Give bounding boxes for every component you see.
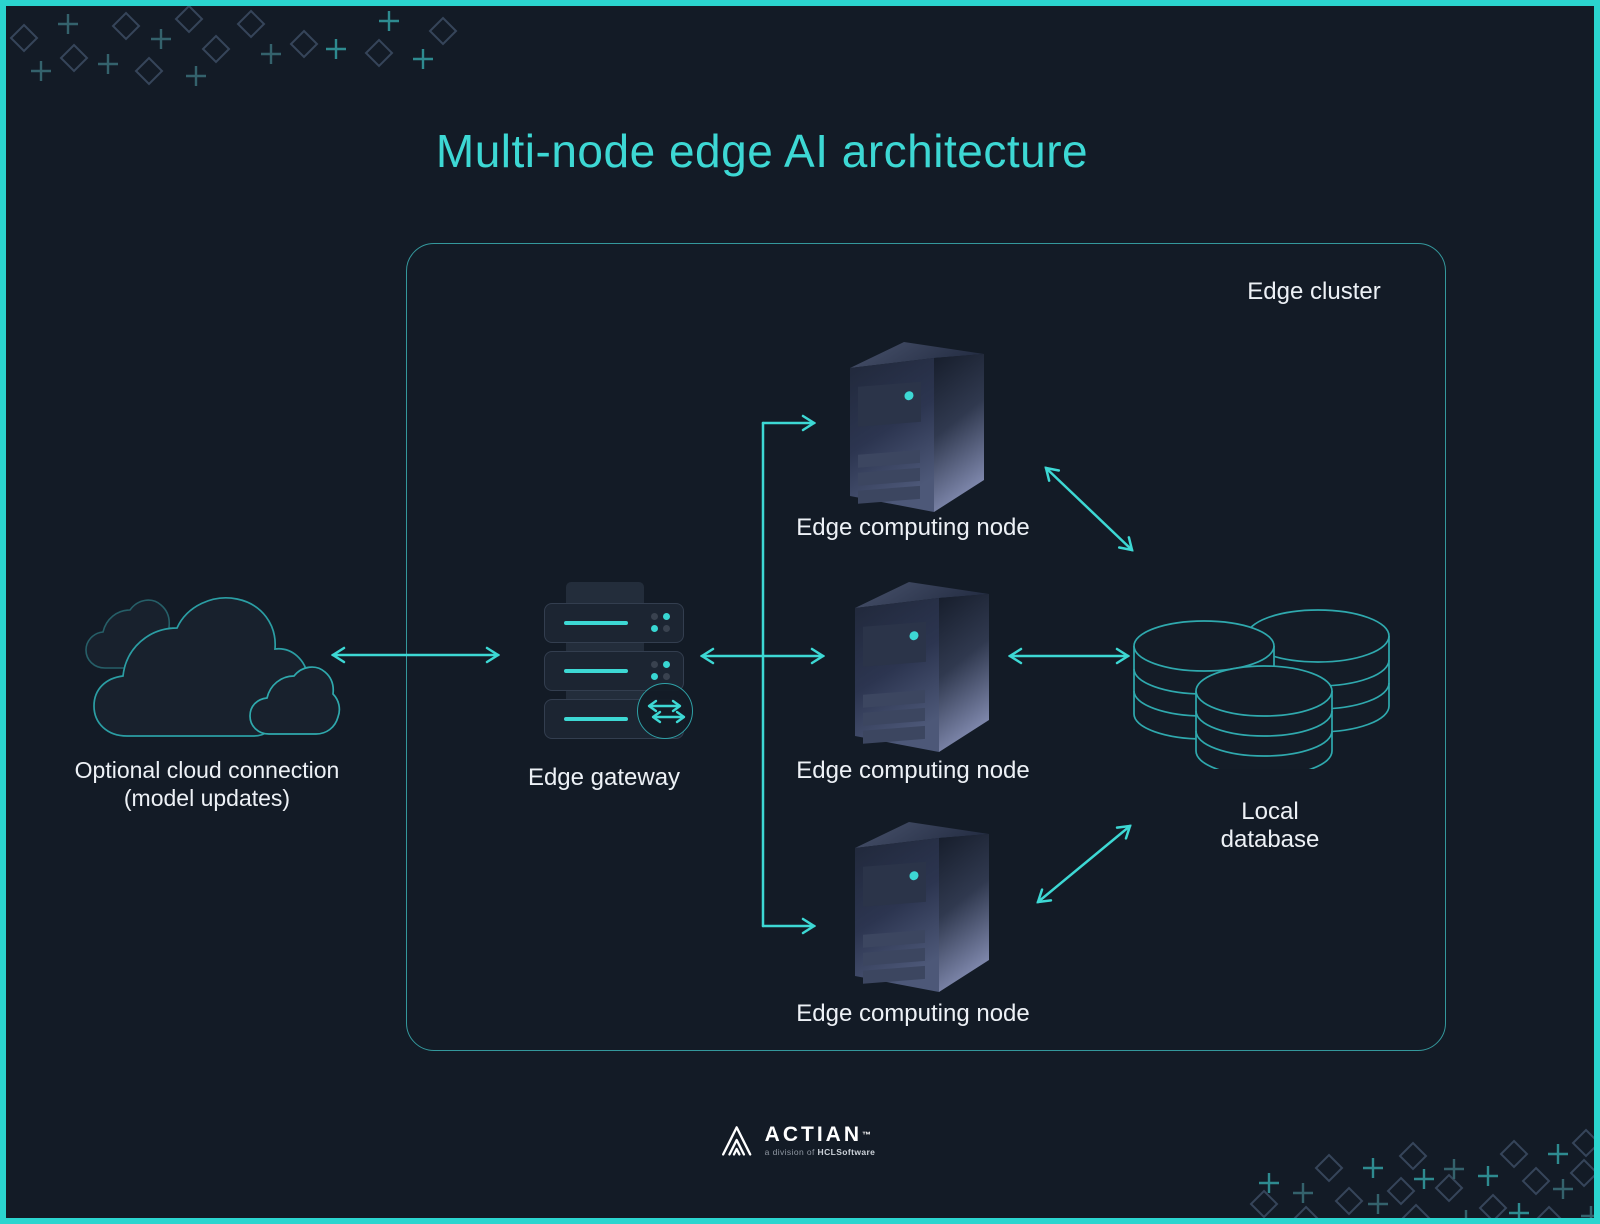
cloud-label: Optional cloud connection (model updates… [75, 756, 340, 812]
server-stack-icon [534, 578, 694, 744]
cloud-icon [85, 597, 341, 737]
server-blade [544, 651, 684, 691]
server-blade [544, 603, 684, 643]
server-status-dots [651, 613, 670, 632]
tower-server-icon [847, 574, 997, 764]
edge-cluster-label: Edge cluster [1247, 278, 1381, 305]
gateway-label: Edge gateway [527, 764, 681, 791]
node-label: Edge computing node [796, 757, 1030, 784]
page-title: Multi-node edge AI architecture [435, 125, 1089, 177]
trademark-symbol: ™ [862, 1129, 872, 1140]
decor-pattern-bottom-right [1249, 1128, 1594, 1218]
server-status-dots [651, 661, 670, 680]
transfer-arrows-icon [637, 683, 693, 739]
cloud-label-line1: Optional cloud connection [74, 757, 340, 783]
database-label-line1: Local [1241, 798, 1299, 825]
database-label: Local database [1221, 798, 1320, 854]
node-label: Edge computing node [796, 514, 1030, 541]
tower-server-icon [847, 814, 997, 1004]
server-led-bar [564, 717, 628, 721]
actian-triangle-logo [722, 1126, 752, 1156]
db-stack-front [1195, 665, 1333, 769]
server-led-bar [564, 669, 628, 673]
brand-footer: ACTIAN™ a division of HCLSoftware [719, 1122, 876, 1158]
cloud-small-front [249, 666, 341, 735]
brand-name: ACTIAN [764, 1122, 863, 1146]
decor-pattern-top-left [9, 6, 458, 86]
tagline-brand: HCLSoftware [817, 1146, 876, 1157]
server-led-bar [564, 621, 628, 625]
brand-tagline: a division of HCLSoftware [764, 1146, 876, 1157]
node-label: Edge computing node [796, 1000, 1030, 1027]
cloud-label-line2: (model updates) [123, 785, 291, 811]
tower-server-icon [842, 334, 992, 524]
database-cylinders-icon [1133, 609, 1390, 769]
database-label-line2: database [1220, 826, 1320, 853]
